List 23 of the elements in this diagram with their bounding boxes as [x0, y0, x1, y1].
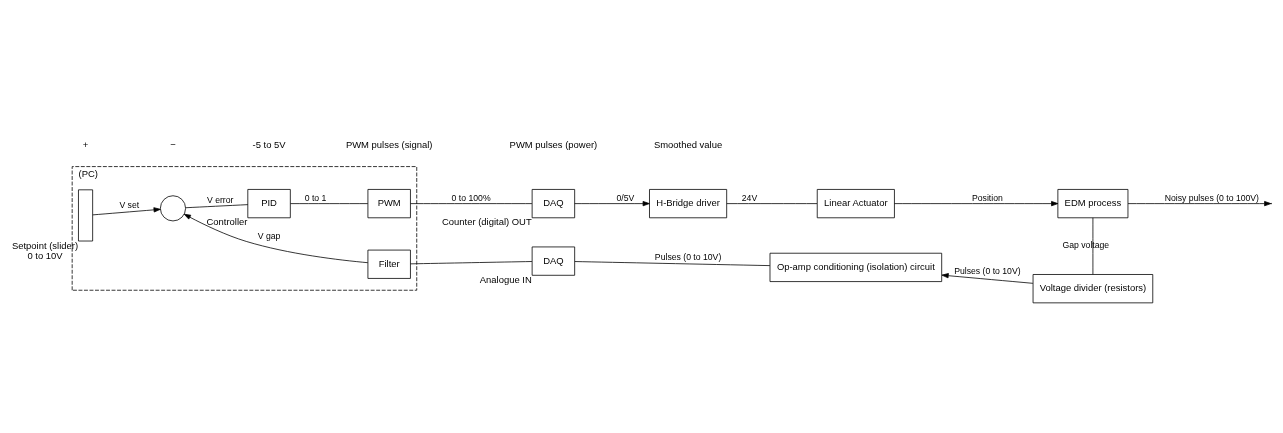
- edge-label: Gap voltage: [1062, 239, 1110, 250]
- edge-label: 24V: [741, 192, 758, 203]
- label: Smoothed value: [653, 138, 723, 150]
- edge-label: Position: [971, 192, 1003, 203]
- edge-label: 0 to 100%: [451, 192, 491, 203]
- label: PWM pulses (power): [509, 138, 598, 150]
- edge-label: V set: [119, 199, 140, 210]
- edge-label: Pulses (0 to 10V): [654, 251, 722, 262]
- label: −: [170, 138, 176, 150]
- label: +: [82, 138, 89, 150]
- edge-label: V error: [207, 194, 234, 205]
- edge-label: Noisy pulses (0 to 100V): [1164, 192, 1259, 203]
- edge-label: 0 to 1: [304, 192, 327, 203]
- edge-label: 0/5V: [616, 192, 635, 203]
- label: PWM pulses (signal): [345, 138, 433, 150]
- node-label: Analogue IN: [479, 273, 532, 285]
- label: -5 to 5V: [252, 138, 286, 150]
- edge-label: Pulses (0 to 10V): [954, 265, 1021, 276]
- node-label: Counter (digital) OUT: [442, 215, 532, 227]
- node-label: 0 to 10V: [27, 249, 63, 261]
- node-label: Controller: [206, 215, 248, 227]
- edge-label: V gap: [257, 230, 281, 241]
- node-label: Setpoint (slider): [11, 239, 79, 251]
